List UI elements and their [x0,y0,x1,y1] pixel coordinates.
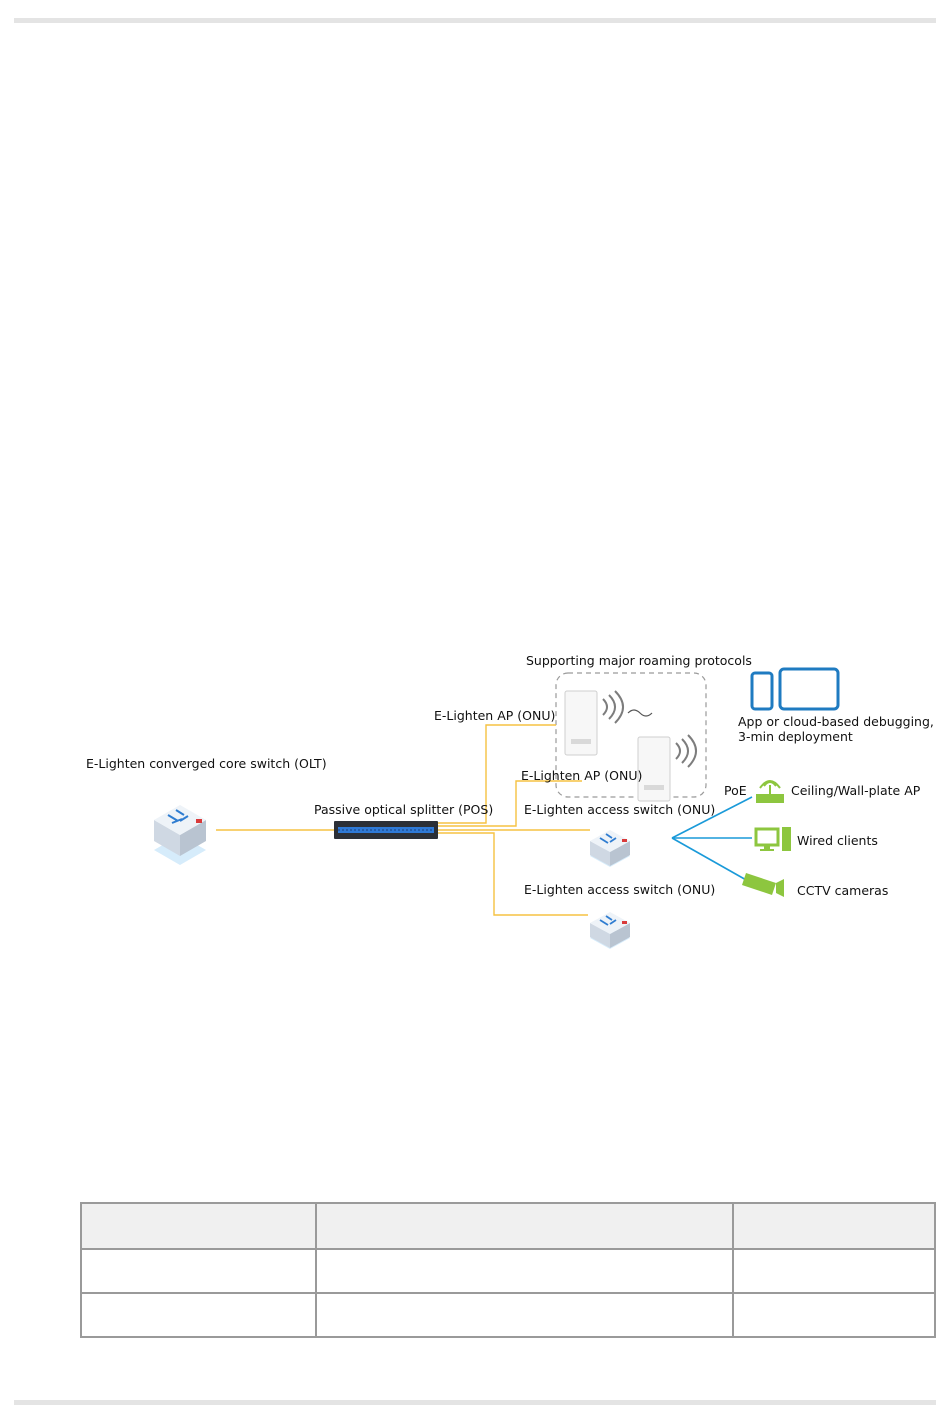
network-topology-diagram: Supporting major roaming protocols E-Lig… [86,653,934,949]
ceiling-ap-icon [756,780,784,803]
table-cell [79,1248,318,1294]
ap-top-label: E-Lighten AP (ONU) [434,708,555,723]
poe-label: PoE [724,783,747,798]
table-header-cell [732,1202,936,1250]
splitter-label: Passive optical splitter (POS) [314,802,493,817]
table-cell [79,1292,318,1338]
table-header-cell [315,1202,735,1250]
ethernet-links [671,796,753,882]
app-debugging-label-line2: 3-min deployment [738,729,853,744]
page-header-rule [14,18,936,23]
access-switch-top-icon [590,830,630,867]
wired-clients-label: Wired clients [797,833,878,848]
access-switch-bottom-icon [590,912,630,949]
cctv-label: CCTV cameras [797,883,888,898]
roaming-label: Supporting major roaming protocols [526,653,752,668]
wired-clients-icon [754,827,791,851]
optical-splitter-icon [334,821,438,839]
app-debugging-label-line1: App or cloud-based debugging, [738,714,934,729]
table-row [79,1292,936,1338]
table-row [79,1248,936,1294]
roaming-group-box [555,672,707,798]
ceiling-ap-label: Ceiling/Wall-plate AP [791,783,921,798]
table-cell [732,1248,936,1294]
table-cell [315,1248,735,1294]
roaming-tilde [627,709,653,717]
table-cell [315,1292,735,1338]
spec-table [79,1202,936,1338]
core-switch-icon [154,805,206,865]
wall-ap-top-icon [564,690,624,756]
table-header-cell [79,1202,318,1250]
core-switch-label: E-Lighten converged core switch (OLT) [86,756,327,771]
access-switch-top-label: E-Lighten access switch (ONU) [524,802,715,817]
access-switch-bottom-label: E-Lighten access switch (ONU) [524,882,715,897]
mobile-devices-icon [750,667,840,711]
table-cell [732,1292,936,1338]
wall-ap-bottom-icon [637,734,697,802]
page-footer-rule [14,1400,936,1405]
cctv-camera-icon [742,873,784,897]
fiber-links [216,724,590,916]
ap-bottom-label: E-Lighten AP (ONU) [521,768,642,783]
table-header-row [79,1202,936,1250]
